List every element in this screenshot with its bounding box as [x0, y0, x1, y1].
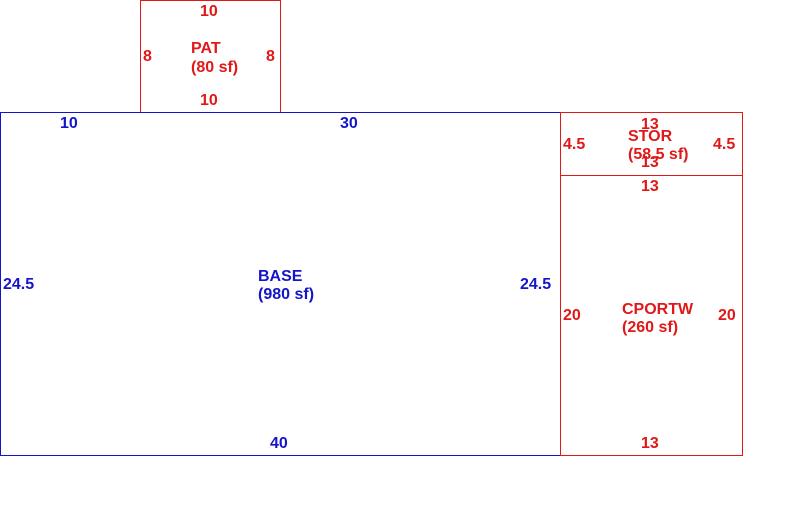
pat-name: PAT: [191, 40, 221, 57]
cportw-area: (260 sf): [622, 319, 679, 336]
cportw-dim-bottom: 13: [641, 435, 659, 452]
cportw-dim-right: 20: [718, 307, 736, 324]
stor-dim-left: 4.5: [563, 136, 586, 153]
stor-area: (58.5 sf): [628, 146, 689, 163]
cportw-name: CPORTW: [622, 301, 694, 318]
pat-dim-right: 8: [266, 48, 275, 65]
stor-dim-bottom: 13: [641, 154, 659, 171]
pat-dim-bottom: 10: [200, 92, 218, 109]
base-dim-left: 24.5: [3, 276, 35, 293]
pat-area: (80 sf): [191, 59, 239, 76]
base-name: BASE: [258, 268, 303, 285]
cportw-dim-top: 13: [641, 178, 659, 195]
base-dim-top: 30: [340, 115, 358, 132]
base-dim-top-left: 10: [60, 115, 78, 132]
base-area: (980 sf): [258, 286, 315, 303]
base-dim-bottom: 40: [270, 435, 288, 452]
base-dim-right: 24.5: [520, 276, 552, 293]
pat-dim-left: 8: [143, 48, 152, 65]
stor-dim-top: 13: [641, 116, 659, 133]
cportw-dim-left: 20: [563, 307, 581, 324]
pat-dim-top: 10: [200, 3, 218, 20]
stor-name: STOR: [628, 128, 673, 145]
stor-dim-right: 4.5: [713, 136, 736, 153]
cportw-outline: [560, 175, 743, 456]
